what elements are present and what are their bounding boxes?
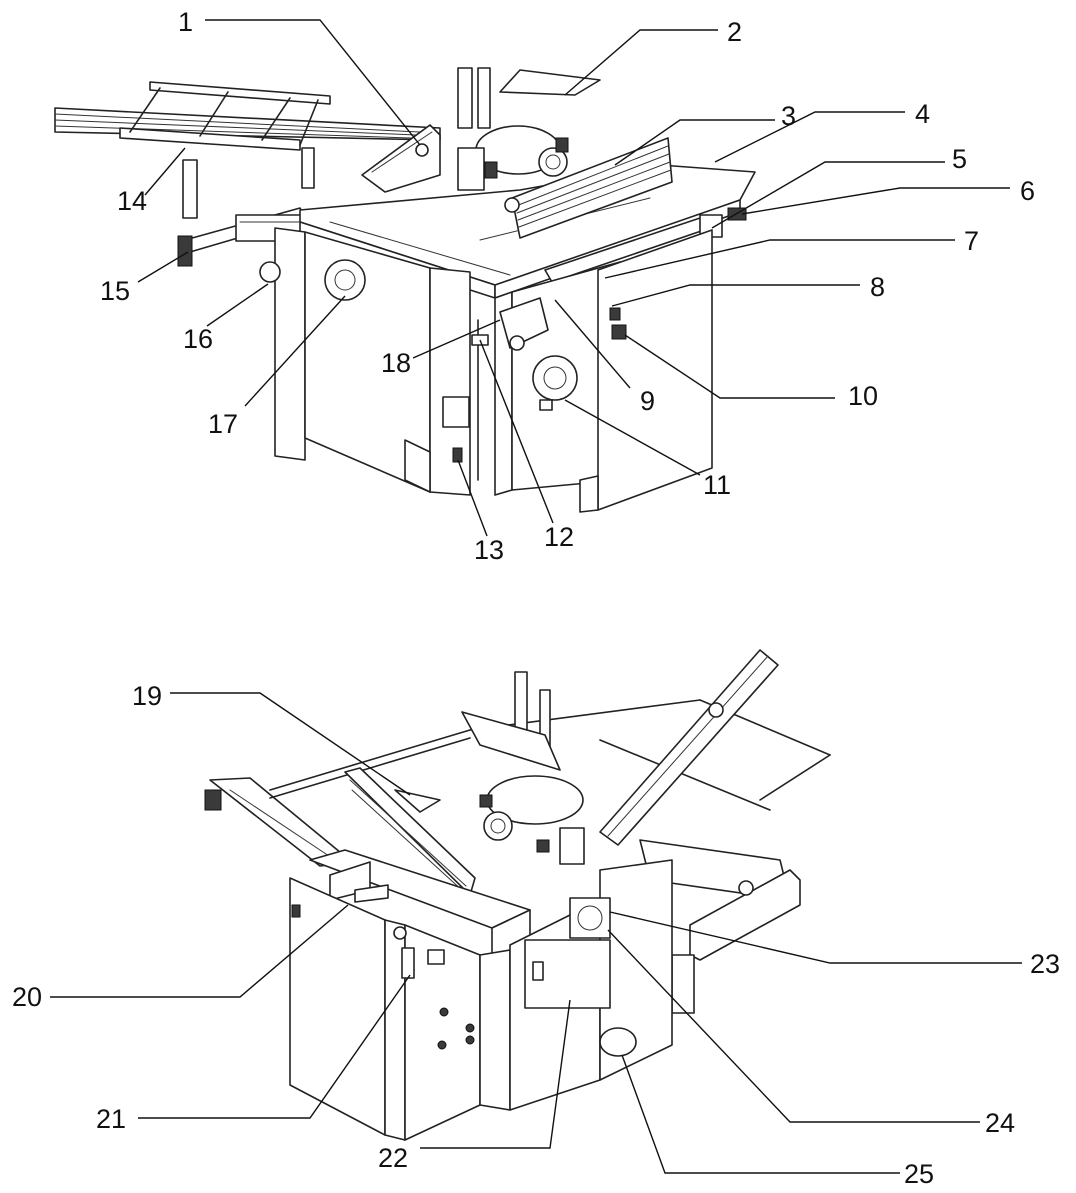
crosscut-fence-arm	[177, 207, 307, 267]
right-cabinet	[471, 229, 713, 513]
spindle-moulder-head	[457, 67, 601, 191]
callout-5: 5	[952, 144, 967, 174]
saw-blade-guard	[361, 124, 441, 193]
callout-3: 3	[781, 101, 796, 131]
callout-17: 17	[208, 409, 238, 439]
callout-6: 6	[1020, 176, 1035, 206]
callout-8: 8	[870, 272, 885, 302]
callout-1: 1	[178, 7, 193, 37]
callout-23: 23	[1030, 949, 1060, 979]
extension-frame	[119, 81, 331, 219]
callout-13: 13	[474, 535, 504, 565]
callout-25: 25	[904, 1159, 934, 1189]
callout-14: 14	[117, 186, 147, 216]
rear-cabinets	[289, 859, 673, 1141]
callout-7: 7	[964, 226, 979, 256]
callout-9: 9	[640, 386, 655, 416]
planer-fence	[504, 137, 673, 239]
machine-rear-view	[204, 649, 831, 1141]
callout-12: 12	[544, 522, 574, 552]
callout-labels: 1 2 3 4 5 6 7 8 9 10 11 12 13 14 15 16 1…	[12, 7, 1060, 1189]
callout-19: 19	[132, 681, 162, 711]
callout-20: 20	[12, 982, 42, 1012]
callout-10: 10	[848, 381, 878, 411]
sliding-table-rails	[54, 107, 441, 141]
callout-2: 2	[727, 17, 742, 47]
leader-lines	[50, 19, 1022, 1174]
callout-15: 15	[100, 276, 130, 306]
callout-11: 11	[703, 470, 731, 500]
rear-left-fence-rail	[204, 777, 353, 867]
callout-4: 4	[915, 99, 930, 129]
rear-planer-fence	[344, 767, 476, 896]
callout-24: 24	[985, 1108, 1015, 1138]
callout-21: 21	[96, 1104, 126, 1134]
machine-front-view	[54, 67, 756, 513]
rear-sliding-rail	[599, 649, 791, 901]
callout-22: 22	[378, 1143, 408, 1173]
callout-16: 16	[183, 324, 213, 354]
callout-18: 18	[381, 348, 411, 378]
rear-spindle-head	[461, 671, 585, 865]
left-cabinet	[259, 227, 471, 496]
